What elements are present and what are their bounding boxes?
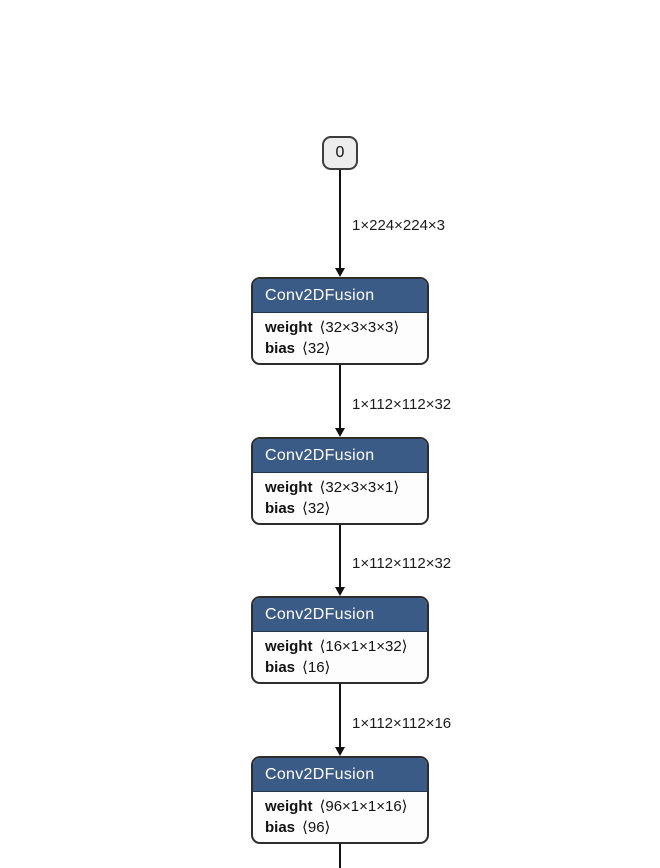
attr-row: bias ⟨32⟩ [265, 498, 415, 519]
attr-row: weight ⟨16×1×1×32⟩ [265, 636, 415, 657]
input-node[interactable]: 0 [322, 136, 358, 170]
node-attrs: weight ⟨96×1×1×16⟩ bias ⟨96⟩ [253, 792, 427, 842]
edge-shape-label: 1×112×112×32 [352, 396, 452, 413]
attr-name: bias [265, 500, 296, 517]
attr-row: weight ⟨32×3×3×1⟩ [265, 477, 415, 498]
attr-row: bias ⟨16⟩ [265, 657, 415, 678]
attr-name: weight [265, 479, 313, 496]
node-attrs: weight ⟨16×1×1×32⟩ bias ⟨16⟩ [253, 632, 427, 682]
node-conv2dfusion-4[interactable]: Conv2DFusion weight ⟨96×1×1×16⟩ bias ⟨96⟩ [251, 756, 429, 844]
edge-line [339, 684, 341, 747]
edge-line [339, 525, 341, 587]
arrowhead-icon [335, 428, 345, 437]
attr-name: weight [265, 319, 313, 336]
attr-name: weight [265, 638, 313, 655]
edge-line [339, 365, 341, 428]
edge-shape-label: 1×112×112×32 [352, 555, 452, 572]
attr-value: ⟨16⟩ [302, 659, 331, 676]
attr-row: bias ⟨32⟩ [265, 338, 415, 359]
attr-name: bias [265, 340, 296, 357]
node-conv2dfusion-1[interactable]: Conv2DFusion weight ⟨32×3×3×3⟩ bias ⟨32⟩ [251, 277, 429, 365]
node-attrs: weight ⟨32×3×3×3⟩ bias ⟨32⟩ [253, 313, 427, 363]
node-attrs: weight ⟨32×3×3×1⟩ bias ⟨32⟩ [253, 473, 427, 523]
attr-row: bias ⟨96⟩ [265, 817, 415, 838]
attr-value: ⟨96⟩ [302, 819, 331, 836]
node-title: Conv2DFusion [253, 598, 427, 632]
node-conv2dfusion-3[interactable]: Conv2DFusion weight ⟨16×1×1×32⟩ bias ⟨16⟩ [251, 596, 429, 684]
attr-value: ⟨32⟩ [302, 340, 331, 357]
attr-row: weight ⟨32×3×3×3⟩ [265, 317, 415, 338]
attr-value: ⟨96×1×1×16⟩ [319, 798, 408, 815]
attr-name: bias [265, 659, 296, 676]
node-conv2dfusion-2[interactable]: Conv2DFusion weight ⟨32×3×3×1⟩ bias ⟨32⟩ [251, 437, 429, 525]
node-title: Conv2DFusion [253, 439, 427, 473]
attr-name: weight [265, 798, 313, 815]
node-title: Conv2DFusion [253, 279, 427, 313]
edge-line [339, 170, 341, 268]
attr-value: ⟨32⟩ [302, 500, 331, 517]
arrowhead-icon [335, 587, 345, 596]
arrowhead-icon [335, 747, 345, 756]
attr-row: weight ⟨96×1×1×16⟩ [265, 796, 415, 817]
edge-shape-label: 1×112×112×16 [352, 715, 452, 732]
attr-name: bias [265, 819, 296, 836]
edge-shape-label: 1×224×224×3 [352, 217, 446, 234]
attr-value: ⟨32×3×3×3⟩ [319, 319, 400, 336]
node-title: Conv2DFusion [253, 758, 427, 792]
edge-line [339, 844, 341, 868]
arrowhead-icon [335, 268, 345, 277]
attr-value: ⟨16×1×1×32⟩ [319, 638, 408, 655]
attr-value: ⟨32×3×3×1⟩ [319, 479, 400, 496]
